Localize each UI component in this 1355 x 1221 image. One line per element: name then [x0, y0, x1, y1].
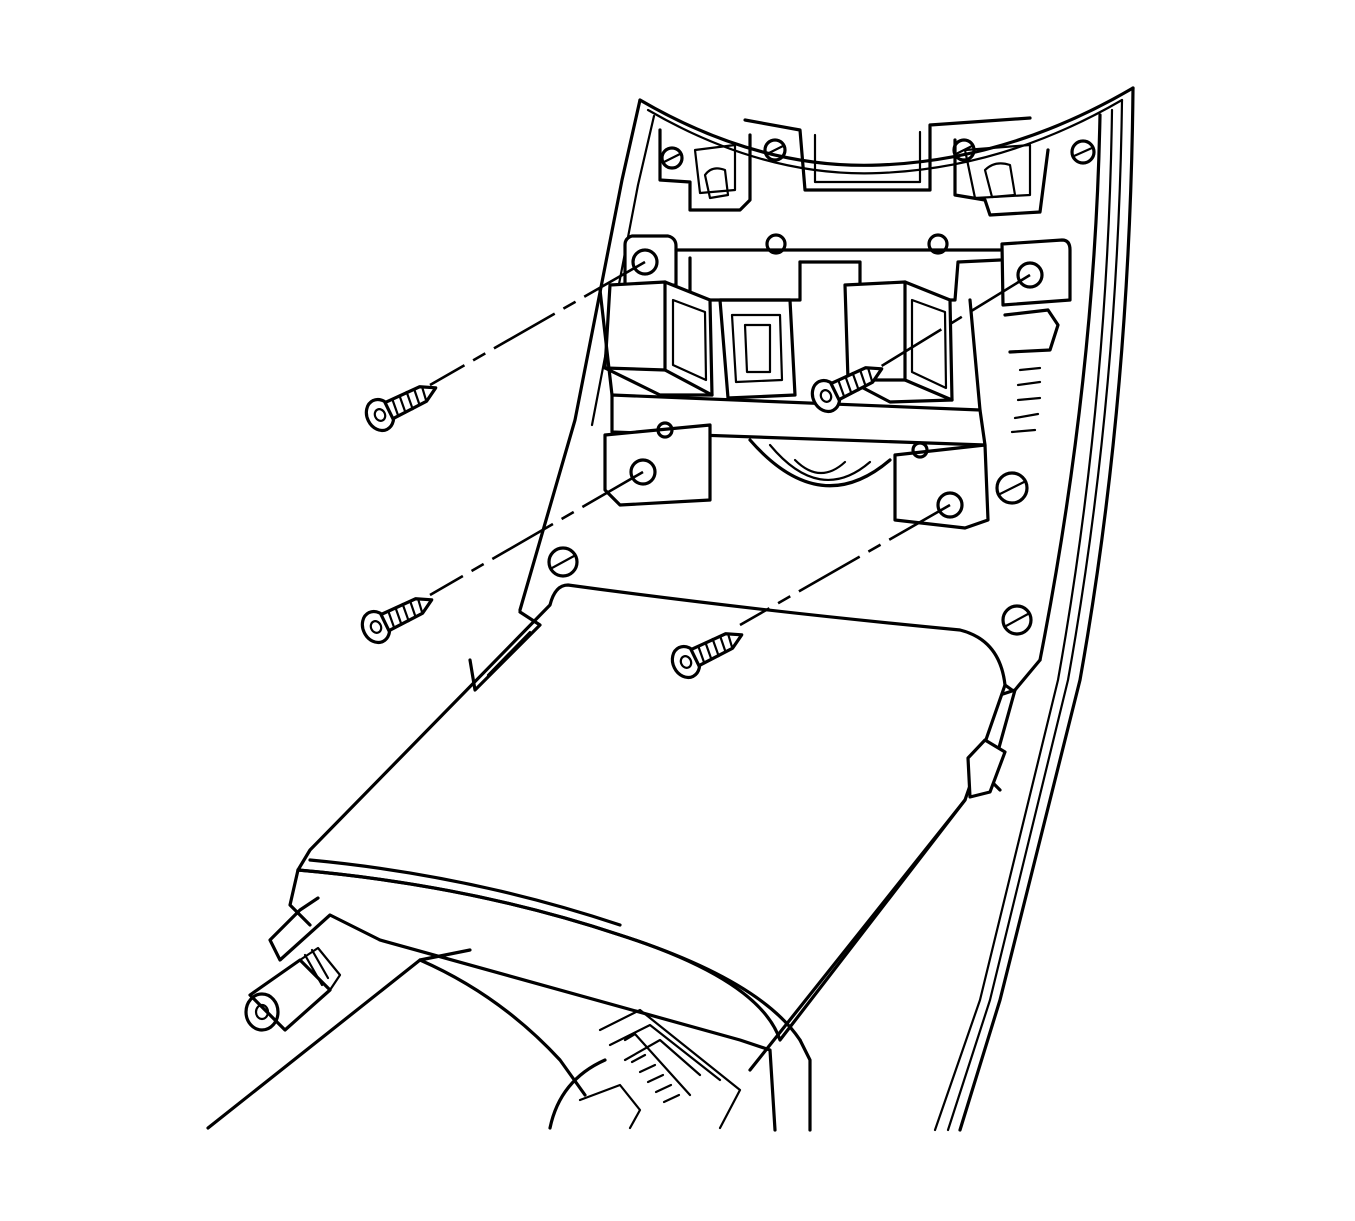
screw-icon — [670, 632, 744, 680]
slotted-screw-icon — [952, 138, 976, 162]
upper-clip-recess — [658, 116, 1050, 217]
slotted-screw-icon — [660, 146, 684, 170]
slotted-screw-icon — [1070, 139, 1096, 165]
screw-icon — [364, 385, 438, 433]
slotted-screw-icon — [995, 471, 1029, 505]
screw-icon — [360, 597, 434, 645]
fastener-leader-lines — [429, 260, 1031, 627]
slotted-screw-icon — [763, 138, 787, 162]
armrest-lid — [288, 583, 1014, 1132]
slotted-screw-icon — [547, 546, 579, 578]
lower-console-base — [206, 896, 777, 1132]
slotted-screw-icon — [1001, 604, 1033, 636]
screw-icon — [810, 366, 884, 414]
panel-slotted-screws — [547, 138, 1096, 636]
